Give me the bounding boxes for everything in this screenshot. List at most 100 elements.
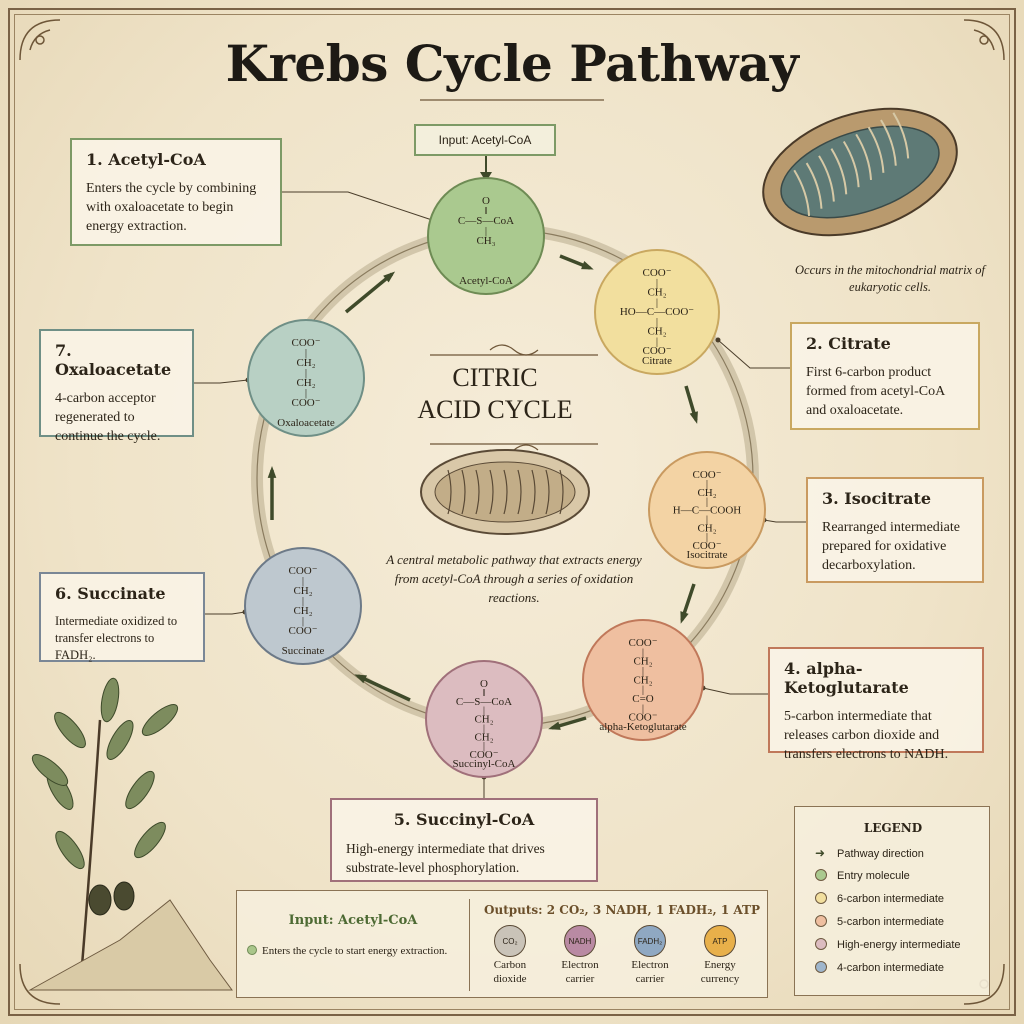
formula-line: C—S—CoA (456, 696, 512, 708)
formula-line: COO⁻ (628, 637, 657, 649)
pathway-arrowhead-6 (267, 466, 277, 478)
cristae-line (461, 469, 466, 515)
output-badge-icon: NADH (564, 925, 596, 957)
legend-swatch-icon (815, 869, 827, 881)
formula-line: CH₃ (476, 235, 495, 247)
mito-cristae-line (793, 169, 811, 216)
formula-line: CH₂ (474, 731, 493, 743)
step-title: 3. Isocitrate (822, 489, 932, 508)
formula-line: O (482, 195, 490, 207)
node-label-6: Succinate (282, 645, 325, 657)
plant-leaf-icon (54, 711, 86, 749)
leader-line-3 (763, 519, 806, 523)
pathway-arrow-5 (357, 674, 411, 702)
formula-line: COO⁻ (288, 565, 317, 577)
cristae-line (475, 469, 480, 515)
plant-leaf-icon (106, 720, 134, 760)
top-input-label: Input: Acetyl-CoA (414, 124, 556, 156)
formula-line: | (485, 225, 487, 237)
step-description: Enters the cycle by combining with oxalo… (86, 181, 257, 234)
mito-cristae-line (842, 140, 860, 188)
legend-swatch-icon (815, 915, 827, 927)
leader-line-7 (194, 379, 249, 384)
legend-label: 4-carbon intermediate (837, 962, 945, 974)
legend-swatch-icon (815, 892, 827, 904)
pathway-arrowhead-7 (383, 271, 396, 283)
formula-line: | (656, 316, 658, 328)
mito-cristae-line (818, 155, 835, 202)
legend-row: 4-carbon intermediate (815, 960, 944, 976)
cristae-line (545, 469, 550, 515)
formula-line: | (642, 684, 644, 696)
plant-leaf-icon (100, 677, 120, 723)
legend-row: Entry molecule (815, 868, 910, 884)
legend-label: 5-carbon intermediate (837, 916, 945, 928)
mito-cristae-line (867, 126, 885, 173)
formula-line: C=O (632, 693, 654, 705)
legend-label: Entry molecule (837, 870, 910, 882)
formula-line: CH₂ (474, 714, 493, 726)
mountain-icon (28, 899, 233, 991)
plant-leaf-icon (55, 830, 85, 870)
formula-line: COO⁻ (291, 397, 320, 409)
step-title: 2. Citrate (806, 334, 891, 353)
olive-fruit-icon (88, 884, 112, 916)
node-1 (427, 177, 545, 295)
step-title: 1. Acetyl-CoA (86, 150, 206, 169)
panel-outputs-title: Outputs: 2 CO₂, 3 NADH, 1 FADH₂, 1 ATP (484, 903, 760, 917)
step-description: First 6-carbon product formed from acety… (806, 365, 945, 418)
pathway-arrowhead-5 (354, 674, 367, 684)
step-description: Intermediate oxidized to transfer electr… (55, 614, 178, 662)
formula-line: COO⁻ (288, 625, 317, 637)
plant-leaf-icon (141, 704, 179, 736)
plant-leaf-icon (31, 754, 69, 786)
formula-line: | (656, 277, 658, 289)
plant-leaf-icon (125, 770, 155, 810)
output-badge-icon: FADH₂ (634, 925, 666, 957)
output-label-line1: Electron (631, 959, 669, 971)
node-6 (244, 547, 362, 665)
pathway-arrowhead-4 (548, 721, 561, 730)
formula-line: | (642, 665, 644, 677)
formula-line: COO⁻ (642, 345, 671, 357)
node-3 (648, 451, 766, 569)
output-label-line2: carrier (565, 973, 595, 985)
output-label-line2: carrier (635, 973, 665, 985)
step-description: Rearranged intermediate prepared for oxi… (822, 520, 960, 573)
formula-line: | (642, 702, 644, 714)
formula-line: COO⁻ (692, 540, 721, 552)
step-title: 7. Oxaloacetate (55, 341, 172, 379)
formula-line: ‖ (484, 205, 487, 217)
mito-cristae-line (830, 148, 848, 195)
cristae-line (559, 469, 564, 515)
mito-cristae-line (855, 133, 873, 181)
node-7 (247, 319, 365, 437)
step-title: 5. Succinyl-CoA (393, 810, 535, 829)
leader-line-4 (702, 687, 768, 695)
legend-row: ➜Pathway direction (815, 845, 924, 861)
formula-line: | (706, 531, 708, 543)
node-2 (594, 249, 720, 375)
output-label-line2: dioxide (493, 973, 527, 985)
formula-line: CH₂ (697, 487, 716, 499)
step-box-isocitrate: 3. Isocitrate Rearranged intermediate pr… (806, 477, 984, 583)
formula-line: CH₂ (697, 522, 716, 534)
mito-cristae-line (805, 162, 823, 209)
output-badge-icon: ATP (704, 925, 736, 957)
formula-line: C—S—CoA (458, 215, 514, 227)
node-4 (582, 619, 704, 741)
panel-input-text: Enters the cycle to start energy extract… (262, 945, 448, 957)
formula-line: COO⁻ (291, 337, 320, 349)
leader-line-2 (717, 339, 790, 369)
legend-label: High-energy intermediate (837, 939, 961, 951)
panel-input-title: Input: Acetyl-CoA (288, 913, 418, 928)
arrow-icon: ➜ (815, 846, 826, 860)
output-label-line1: Electron (561, 959, 599, 971)
step-description: 4-carbon acceptor regenerated to continu… (55, 391, 161, 444)
cristae-line (489, 469, 494, 515)
formula-line: O (480, 678, 488, 690)
step-box-citrate: 2. Citrate First 6-carbon product formed… (790, 322, 980, 430)
node-label-7: Oxaloacetate (277, 417, 335, 429)
node-label-2: Citrate (642, 355, 672, 367)
